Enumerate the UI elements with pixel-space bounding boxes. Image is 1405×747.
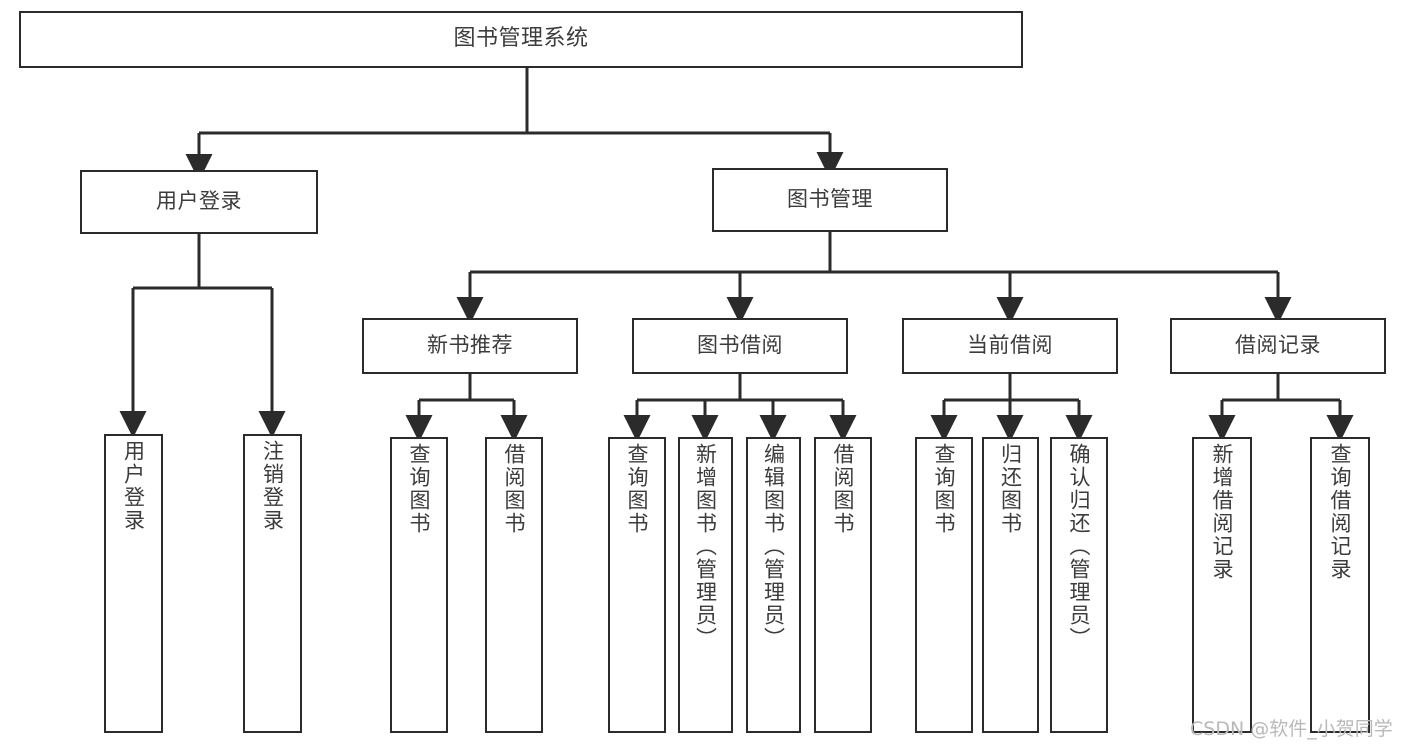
node-book-management-label: 图书管理 <box>787 187 873 212</box>
leaf-query-book-borrow-label: 查询图书 <box>625 443 650 535</box>
leaf-query-borrow-record[interactable]: 查询借阅记录 <box>1310 437 1370 733</box>
node-root-label: 图书管理系统 <box>453 26 589 52</box>
leaf-borrow-book-recommend-label: 借阅图书 <box>502 443 527 535</box>
leaf-logout[interactable]: 注销登录 <box>243 434 302 733</box>
leaf-logout-label: 注销登录 <box>260 440 285 532</box>
leaf-user-login[interactable]: 用户登录 <box>104 434 163 733</box>
node-current-borrow-label: 当前借阅 <box>967 333 1053 358</box>
node-borrow-record-label: 借阅记录 <box>1235 333 1321 358</box>
leaf-user-login-label: 用户登录 <box>121 440 146 532</box>
leaf-add-book-admin[interactable]: 新增图书（管理员） <box>678 437 733 733</box>
node-user-login-label: 用户登录 <box>156 189 242 214</box>
node-book-management[interactable]: 图书管理 <box>712 168 948 232</box>
node-current-borrow[interactable]: 当前借阅 <box>902 318 1118 374</box>
leaf-borrow-book[interactable]: 借阅图书 <box>814 437 872 733</box>
node-new-book-recommend[interactable]: 新书推荐 <box>362 318 578 374</box>
leaf-query-book-current-label: 查询图书 <box>932 443 957 535</box>
leaf-edit-book-admin-label: 编辑图书（管理员） <box>761 443 786 650</box>
node-user-login[interactable]: 用户登录 <box>80 170 318 234</box>
leaf-query-book-recommend[interactable]: 查询图书 <box>390 437 448 733</box>
leaf-add-borrow-record[interactable]: 新增借阅记录 <box>1192 437 1252 733</box>
node-book-borrow-label: 图书借阅 <box>697 333 783 358</box>
node-root[interactable]: 图书管理系统 <box>19 11 1023 68</box>
leaf-query-book-borrow[interactable]: 查询图书 <box>608 437 666 733</box>
leaf-query-borrow-record-label: 查询借阅记录 <box>1328 443 1353 581</box>
leaf-borrow-book-recommend[interactable]: 借阅图书 <box>485 437 543 733</box>
leaf-query-book-recommend-label: 查询图书 <box>407 443 432 535</box>
leaf-return-book-label: 归还图书 <box>998 443 1023 535</box>
node-borrow-record[interactable]: 借阅记录 <box>1170 318 1386 374</box>
leaf-borrow-book-label: 借阅图书 <box>831 443 856 535</box>
leaf-query-book-current[interactable]: 查询图书 <box>915 437 973 733</box>
node-book-borrow[interactable]: 图书借阅 <box>632 318 848 374</box>
leaf-return-book[interactable]: 归还图书 <box>982 437 1039 733</box>
watermark-text: CSDN @软件_小贺同学 <box>1190 718 1393 740</box>
leaf-confirm-return-admin-label: 确认归还（管理员） <box>1067 443 1092 650</box>
leaf-add-book-admin-label: 新增图书（管理员） <box>693 443 718 650</box>
node-new-book-recommend-label: 新书推荐 <box>427 333 513 358</box>
leaf-add-borrow-record-label: 新增借阅记录 <box>1210 443 1235 581</box>
leaf-confirm-return-admin[interactable]: 确认归还（管理员） <box>1050 437 1108 733</box>
leaf-edit-book-admin[interactable]: 编辑图书（管理员） <box>746 437 801 733</box>
